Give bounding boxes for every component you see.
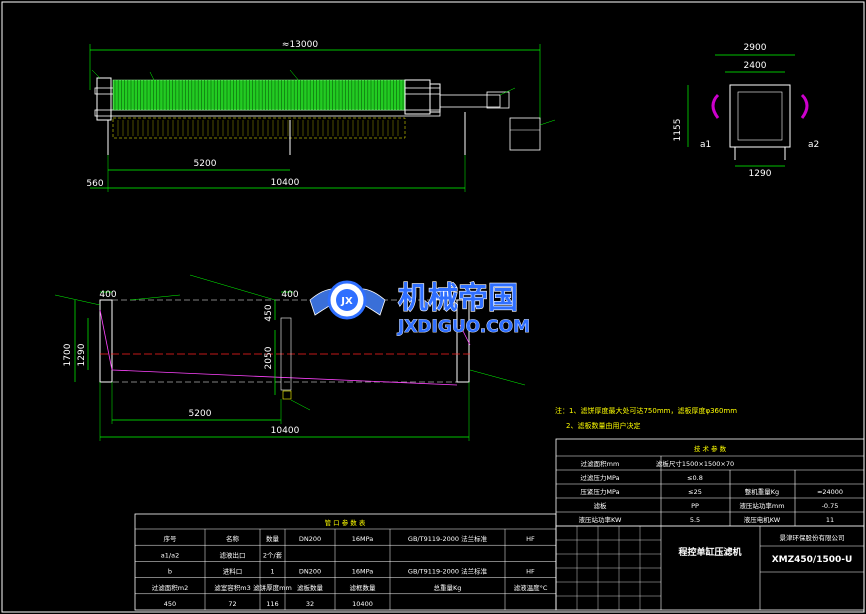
param-cell: 11 [826, 516, 834, 524]
hydraulic-station [509, 117, 541, 151]
nozzle-cell: GB/T9119-2000 法兰标准 [408, 567, 488, 576]
param-cell: 液压电机KW [744, 515, 781, 524]
param-cell: 过滤面积mm [581, 459, 620, 468]
dim-560-top: 560 [86, 179, 103, 189]
dim-5200-plan: 5200 [189, 409, 212, 419]
param-table: 技 术 参 数 过滤面积mm 滤板尺寸1500×1500×70 过滤压力MPa ≤0.… [555, 438, 865, 611]
nozzle-cell: 数量 [266, 534, 280, 543]
nozzle-cell: HF [526, 535, 535, 543]
nozzle-cell: HF [526, 568, 535, 576]
nozzle-cell: 过滤面积m2 [152, 583, 188, 592]
dim-400-right: 400 [281, 290, 298, 300]
param-cell: 液压站功率KW [579, 515, 623, 524]
dim-1290-plan: 1290 [77, 343, 87, 366]
nozzle-cell: 总重量Kg [434, 583, 462, 592]
nozzle-cell: 滤框数量 [350, 583, 377, 592]
dim-5200-top: 5200 [194, 159, 217, 169]
nozzle-cell: 72 [228, 600, 236, 608]
dim-2900: 2900 [744, 43, 767, 53]
nozzle-cell: GB/T9119-2000 法兰标准 [408, 534, 488, 543]
param-cell: -0.75 [822, 502, 839, 510]
nozzle-cell: 450 [164, 600, 176, 608]
dim-10400-plan: 10400 [271, 426, 300, 436]
dim-400-left: 400 [99, 290, 116, 300]
nozzle-cell: 2个/套 [263, 550, 283, 559]
nozzle-cell: 16MPa [352, 535, 374, 543]
nozzle-cell: 进料口 [223, 567, 243, 576]
nozzle-table-title: 管 口 参 数 表 [325, 518, 366, 527]
nozzle-cell: 滤液出口 [220, 550, 246, 559]
nozzle-cell: 滤板数量 [297, 583, 324, 592]
nozzle-cell: DN200 [299, 568, 321, 576]
dim-2050: 2050 [264, 346, 274, 369]
nozzle-cell: 1 [270, 568, 274, 576]
side-plate [729, 84, 791, 148]
param-cell: 过滤压力MPa [580, 473, 619, 482]
nozzle-cell: 滤饼厚度mm [253, 583, 292, 592]
note-line-2: 2、滤板数量由用户决定 [566, 421, 640, 430]
logo-text: JX [340, 296, 353, 307]
machine-name: 程控单缸压滤机 [678, 546, 741, 558]
param-cell: 压紧压力MPa [580, 487, 619, 496]
label-a2: a2 [808, 140, 819, 150]
param-cell: 液压站功率mm [739, 501, 784, 510]
note-line-1: 注：1、滤饼厚度最大处可达750mm，滤板厚度φ360mm [555, 406, 737, 415]
nozzle-cell: 滤液温度°C [514, 583, 548, 592]
param-cell: ≤25 [688, 488, 702, 496]
nozzle-cell: 16MPa [352, 568, 374, 576]
nozzle-cell: 名称 [226, 534, 240, 543]
dim-1700: 1700 [63, 343, 73, 366]
company-name: 景津环保股份有限公司 [780, 533, 845, 542]
dim-1155: 1155 [673, 119, 683, 142]
model-number: XMZ450/1500-U [772, 555, 853, 565]
watermark-cn: 机械帝国 [398, 281, 518, 316]
nozzle-cell: 10400 [352, 600, 373, 608]
plan-view: 400 400 1700 1290 450 2050 5200 10400 [54, 274, 526, 441]
watermark: JX 机械帝国 JXDIGUO.COM [309, 280, 530, 337]
param-cell: ≤0.8 [687, 474, 703, 482]
param-table-title: 技 术 参 数 [694, 444, 727, 453]
param-cell: 滤板尺寸1500×1500×70 [656, 459, 734, 468]
param-cell: 5.5 [690, 516, 700, 524]
dim-450: 450 [264, 304, 274, 321]
nozzle-cell: 滤室容积m3 [214, 583, 250, 592]
param-cell: PP [691, 502, 699, 510]
dim-1290-side: 1290 [749, 169, 772, 179]
nozzle-cell: a1/a2 [161, 551, 179, 559]
nozzle-cell: DN200 [299, 535, 321, 543]
dim-10400-top: 10400 [271, 178, 300, 188]
nozzle-cell: 序号 [164, 534, 178, 543]
watermark-en: JXDIGUO.COM [397, 317, 530, 337]
nozzle-cell: 32 [306, 600, 314, 608]
elevation-view: ≈13000 5200 10400 560 [86, 40, 556, 192]
param-cell: 滤板 [594, 501, 608, 510]
nozzle-cell: b [168, 568, 172, 576]
param-cell: ≈24000 [817, 488, 843, 496]
nozzle-cell: 116 [266, 600, 278, 608]
label-a1: a1 [700, 140, 711, 150]
param-cell: 整机重量Kg [745, 487, 779, 496]
dim-overall-length: ≈13000 [282, 40, 318, 50]
side-view: 2900 2400 1290 1155 a1 a2 [673, 43, 819, 179]
dim-2400: 2400 [744, 61, 767, 71]
